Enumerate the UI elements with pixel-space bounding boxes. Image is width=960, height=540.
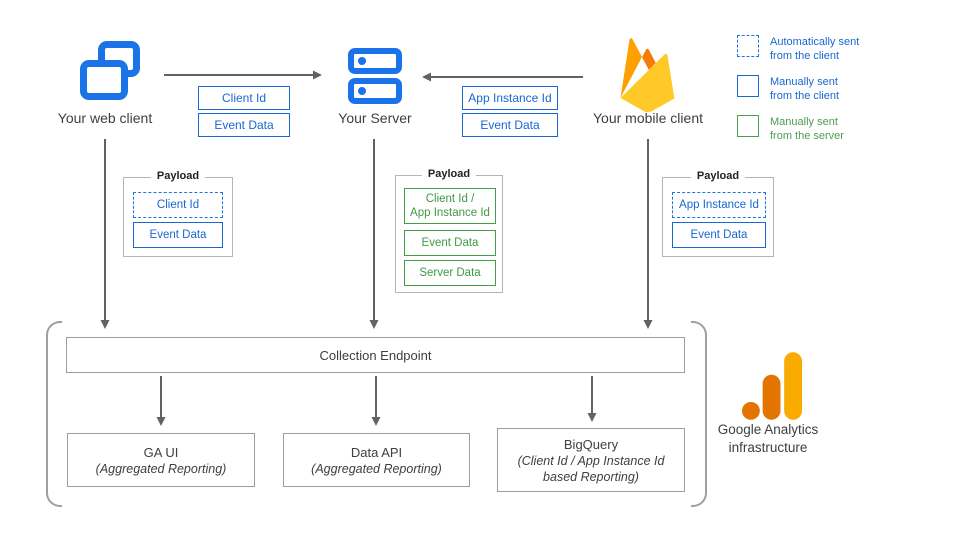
payload-title: Payload [690,170,746,182]
server-rack-bottom [348,78,402,104]
mobile-client-label: Your mobile client [593,110,703,126]
payload-item-app-instance-id: App Instance Id [672,192,766,218]
flow-box-event-data: Event Data [462,113,558,137]
flow-box-event-data: Event Data [198,113,290,137]
output-box-ga-ui: GA UI (Aggregated Reporting) [67,433,255,487]
payload-title: Payload [421,168,477,180]
payload-title: Payload [150,170,206,182]
legend-swatch-solid-blue [737,75,759,97]
server-led-dot [358,57,366,65]
firebase-icon [620,38,675,113]
infrastructure-bracket-left [46,321,62,507]
google-analytics-infrastructure-label: Google Analytics infrastructure [717,422,819,455]
legend-swatch-solid-green [737,115,759,137]
payload-server: Payload Client Id / App Instance Id Even… [395,168,503,293]
server-led-dot [358,87,366,95]
output-box-bigquery: BigQuery (Client Id / App Instance Id ba… [497,428,685,492]
payload-item-event-data: Event Data [404,230,496,256]
legend-swatch-dashed-blue [737,35,759,57]
payload-item-client-id: Client Id [133,192,223,218]
flow-box-client-id: Client Id [198,86,290,110]
collection-endpoint-box: Collection Endpoint [66,337,685,373]
flow-box-app-instance-id: App Instance Id [462,86,558,110]
payload-item-client-or-app-instance-id: Client Id / App Instance Id [404,188,496,224]
payload-item-server-data: Server Data [404,260,496,286]
server-rack-top [348,48,402,74]
payload-web-client: Payload Client Id Event Data [123,170,233,257]
web-client-label: Your web client [57,110,153,126]
server-label: Your Server [338,110,412,126]
infrastructure-bracket-right [691,321,707,507]
output-box-data-api: Data API (Aggregated Reporting) [283,433,470,487]
google-analytics-icon [742,352,802,420]
payload-mobile-client: Payload App Instance Id Event Data [662,170,774,257]
payload-item-event-data: Event Data [672,222,766,248]
web-client-front-window [80,60,128,100]
payload-item-event-data: Event Data [133,222,223,248]
